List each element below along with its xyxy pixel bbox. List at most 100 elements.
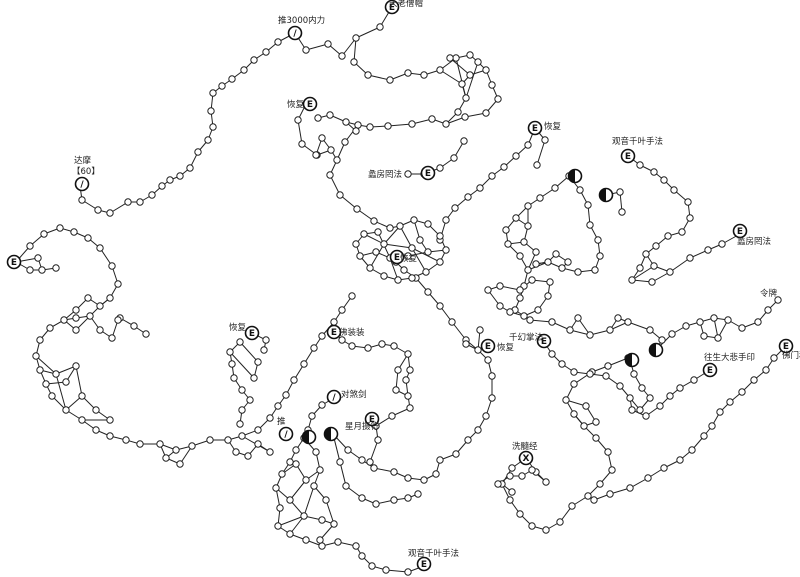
skill-node[interactable] bbox=[341, 138, 349, 146]
skill-node[interactable] bbox=[352, 240, 360, 248]
skill-node[interactable] bbox=[209, 123, 217, 131]
skill-node[interactable] bbox=[386, 224, 394, 232]
skill-node[interactable] bbox=[591, 266, 599, 274]
skill-node[interactable] bbox=[228, 360, 236, 368]
skill-node[interactable] bbox=[428, 115, 436, 123]
skill-node[interactable] bbox=[474, 346, 482, 354]
skill-node[interactable] bbox=[114, 316, 122, 324]
skill-node[interactable] bbox=[508, 488, 516, 496]
marker-luguanwang-1[interactable]: E bbox=[420, 165, 436, 181]
skill-node[interactable] bbox=[236, 338, 244, 346]
skill-node[interactable] bbox=[534, 306, 542, 314]
skill-node[interactable] bbox=[604, 362, 612, 370]
skill-node[interactable] bbox=[684, 198, 692, 206]
skill-node[interactable] bbox=[520, 238, 528, 246]
skill-node[interactable] bbox=[404, 170, 412, 178]
skill-node[interactable] bbox=[482, 412, 490, 420]
skill-node[interactable] bbox=[636, 264, 644, 272]
skill-node[interactable] bbox=[38, 266, 46, 274]
skill-node[interactable] bbox=[318, 134, 326, 142]
marker-huifu-top[interactable]: E bbox=[302, 96, 318, 112]
skill-node[interactable] bbox=[484, 356, 492, 364]
skill-node[interactable] bbox=[376, 23, 384, 31]
skill-node[interactable] bbox=[294, 116, 302, 124]
skill-node[interactable] bbox=[292, 446, 300, 454]
marker-dabeishouyin[interactable]: E bbox=[702, 362, 718, 378]
marker-left-edge[interactable]: E bbox=[6, 254, 22, 270]
skill-node[interactable] bbox=[353, 205, 361, 213]
skill-node[interactable] bbox=[318, 542, 326, 550]
skill-node[interactable] bbox=[420, 71, 428, 79]
skill-node[interactable] bbox=[466, 71, 474, 79]
skill-node[interactable] bbox=[266, 414, 274, 422]
skill-node[interactable] bbox=[406, 404, 414, 412]
skill-node[interactable] bbox=[408, 120, 416, 128]
skill-node[interactable] bbox=[544, 292, 552, 300]
skill-node[interactable] bbox=[474, 426, 482, 434]
skill-node[interactable] bbox=[442, 120, 450, 128]
skill-node[interactable] bbox=[738, 324, 746, 332]
skill-node[interactable] bbox=[326, 111, 334, 119]
skill-node[interactable] bbox=[586, 370, 594, 378]
skill-node[interactable] bbox=[570, 410, 578, 418]
skill-node[interactable] bbox=[106, 416, 114, 424]
skill-node[interactable] bbox=[710, 314, 718, 322]
skill-node[interactable] bbox=[410, 216, 418, 224]
skill-node[interactable] bbox=[156, 440, 164, 448]
skill-node[interactable] bbox=[262, 336, 270, 344]
skill-node[interactable] bbox=[570, 368, 578, 376]
skill-node[interactable] bbox=[354, 121, 362, 129]
skill-node[interactable] bbox=[404, 252, 412, 260]
skill-node[interactable] bbox=[544, 258, 552, 266]
skill-node[interactable] bbox=[586, 331, 594, 339]
skill-node[interactable] bbox=[72, 314, 80, 322]
skill-node[interactable] bbox=[204, 136, 212, 144]
skill-node[interactable] bbox=[714, 334, 722, 342]
skill-node[interactable] bbox=[176, 460, 184, 468]
skill-node[interactable] bbox=[364, 71, 372, 79]
skill-node[interactable] bbox=[106, 294, 114, 302]
skill-node[interactable] bbox=[570, 380, 578, 388]
skill-node[interactable] bbox=[524, 202, 532, 210]
skill-node[interactable] bbox=[327, 146, 335, 154]
skill-node[interactable] bbox=[106, 432, 114, 440]
skill-node[interactable] bbox=[552, 250, 560, 258]
skill-node[interactable] bbox=[436, 164, 444, 172]
skill-node[interactable] bbox=[716, 408, 724, 416]
skill-node[interactable] bbox=[566, 326, 574, 334]
skill-node[interactable] bbox=[586, 221, 594, 229]
skill-node[interactable] bbox=[596, 252, 604, 260]
skill-node[interactable] bbox=[638, 384, 646, 392]
skill-node[interactable] bbox=[310, 482, 318, 490]
skill-node[interactable] bbox=[666, 268, 674, 276]
skill-node[interactable] bbox=[358, 456, 366, 464]
skill-node[interactable] bbox=[136, 198, 144, 206]
skill-node[interactable] bbox=[616, 382, 624, 390]
skill-node[interactable] bbox=[526, 316, 534, 324]
marker-half-2[interactable] bbox=[598, 187, 614, 203]
skill-node[interactable] bbox=[338, 336, 346, 344]
skill-node[interactable] bbox=[484, 286, 492, 294]
skill-node[interactable] bbox=[108, 262, 116, 270]
skill-node[interactable] bbox=[528, 276, 536, 284]
skill-node[interactable] bbox=[406, 366, 414, 374]
skill-node[interactable] bbox=[72, 362, 80, 370]
skill-node[interactable] bbox=[682, 322, 690, 330]
skill-node[interactable] bbox=[628, 276, 636, 284]
skill-node[interactable] bbox=[92, 426, 100, 434]
skill-node[interactable] bbox=[762, 366, 770, 374]
skill-node[interactable] bbox=[650, 168, 658, 176]
skill-node[interactable] bbox=[690, 376, 698, 384]
skill-node[interactable] bbox=[494, 95, 502, 103]
skill-node[interactable] bbox=[366, 123, 374, 131]
skill-node[interactable] bbox=[546, 278, 554, 286]
skill-node[interactable] bbox=[528, 466, 536, 474]
skill-node[interactable] bbox=[92, 406, 100, 414]
skill-node[interactable] bbox=[312, 448, 320, 456]
skill-node[interactable] bbox=[176, 172, 184, 180]
skill-node[interactable] bbox=[652, 242, 660, 250]
skill-node[interactable] bbox=[666, 392, 674, 400]
skill-node[interactable] bbox=[358, 552, 366, 560]
skill-node[interactable] bbox=[300, 512, 308, 520]
skill-node[interactable] bbox=[594, 236, 602, 244]
